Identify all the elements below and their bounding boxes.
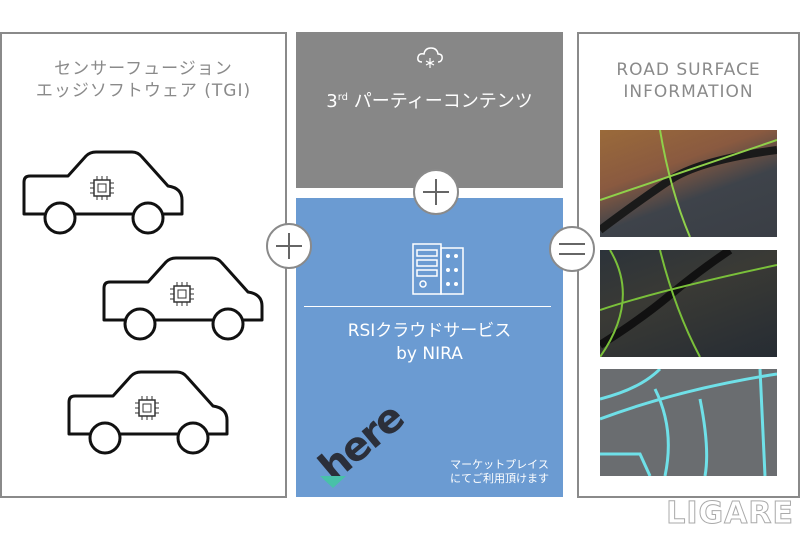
road-map-image-2 [597, 246, 778, 358]
third-party-title: パーティーコンテンツ [348, 91, 533, 112]
left-title-line1: センサーフュージョン [54, 59, 233, 79]
cloud-snow-icon [417, 47, 443, 68]
marketplace-note-line2: にてご利用頂けます [450, 472, 549, 485]
road-map-image-3 [599, 367, 778, 477]
car-icon [102, 256, 264, 341]
divider [304, 306, 551, 307]
car-icon [67, 370, 229, 455]
right-title-line2: INFORMATION [623, 82, 754, 102]
equals-icon [549, 226, 595, 272]
third-party-title-prefix: 3 [326, 91, 338, 112]
here-logo-triangle [320, 476, 346, 488]
left-title-line2: エッジソフトウェア (TGI) [35, 81, 252, 101]
road-map-image-1 [597, 129, 778, 238]
ligare-watermark: LIGARE [666, 496, 794, 532]
car-icon [22, 150, 184, 235]
right-title-line1: ROAD SURFACE [616, 60, 761, 80]
plus-icon [413, 169, 459, 215]
server-icon [412, 243, 464, 295]
third-party-title-sup: rd [337, 92, 349, 103]
third-party-panel: 3rd パーティーコンテンツ [296, 32, 563, 188]
rsi-title-line1: RSIクラウドサービス [347, 321, 512, 341]
rsi-cloud-panel: RSIクラウドサービス by NIRA here マーケットプレイス にてご利用… [296, 198, 563, 497]
rsi-title-line2: by NIRA [396, 344, 463, 364]
plus-icon [266, 223, 312, 269]
marketplace-note-line1: マーケットプレイス [450, 458, 549, 471]
